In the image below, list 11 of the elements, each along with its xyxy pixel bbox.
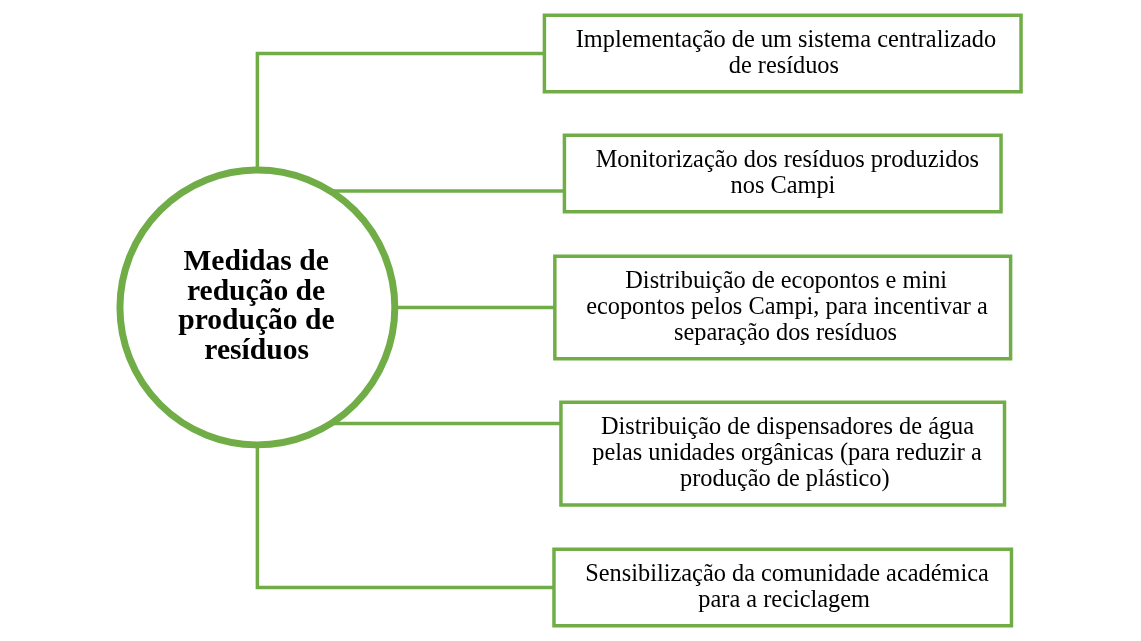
node-box: Distribuição de dispensadores de água pelas unidades orgânicas (para reduzir a produção de plástico) [559, 400, 1007, 507]
connector [255, 445, 554, 590]
node-box: Sensibilização da comunidade académica para a reciclagem [552, 547, 1014, 628]
connector [255, 51, 544, 170]
connector [330, 189, 564, 193]
node-box: Distribuição de ecopontos e mini ecopontos pelos Campi, para incentivar a separação dos resíduos [553, 254, 1013, 361]
node-box: Monitorização dos resíduos produzidos nos Campi [562, 133, 1003, 214]
connector [331, 421, 561, 426]
node-circle: Medidas de redução de produção de resíduos [116, 166, 399, 449]
node-box: Implementação de um sistema centralizado de resíduos [542, 13, 1023, 94]
connector [395, 305, 555, 310]
